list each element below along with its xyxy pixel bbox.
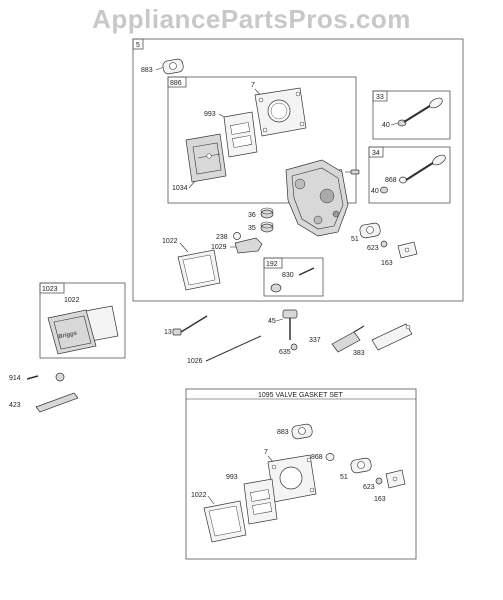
g-label-868: 868 xyxy=(311,454,323,461)
part-33-exhaust-valve[interactable] xyxy=(403,96,444,123)
gasket-set-box xyxy=(185,388,417,560)
gasket-set-993[interactable] xyxy=(243,478,278,525)
main-box-label: 5 xyxy=(136,42,140,49)
part-830-screw[interactable] xyxy=(298,267,315,276)
gasket-set-623[interactable] xyxy=(375,477,383,485)
g-label-7: 7 xyxy=(264,449,268,456)
part-36-spring[interactable] xyxy=(260,207,274,219)
svg-text:Briggs: Briggs xyxy=(58,330,78,340)
part-51-gasket[interactable] xyxy=(359,222,381,239)
box-192-label: 192 xyxy=(266,261,278,268)
part-993-gasket[interactable] xyxy=(223,111,258,158)
box-1023-tag xyxy=(39,282,65,294)
part-868-seal[interactable] xyxy=(399,176,407,184)
part-7-head-gasket[interactable] xyxy=(254,87,307,137)
part-1034-plate[interactable] xyxy=(185,133,227,183)
box-192 xyxy=(263,257,324,297)
leader-40a xyxy=(390,122,399,126)
box-192-tag xyxy=(263,257,283,269)
label-1029: 1029 xyxy=(211,244,227,251)
part-34-intake-valve[interactable] xyxy=(405,153,447,181)
label-337: 337 xyxy=(309,337,321,344)
label-830: 830 xyxy=(282,272,294,279)
g-label-883: 883 xyxy=(277,429,289,436)
head-kit-box xyxy=(167,76,357,204)
label-51: 51 xyxy=(351,236,359,243)
g-label-1022: 1022 xyxy=(191,492,207,499)
part-337-pushrod[interactable] xyxy=(331,325,365,353)
g-label-993: 993 xyxy=(226,474,238,481)
part-1023-valve-cover[interactable]: Briggs xyxy=(47,305,119,355)
label-13: 13 xyxy=(164,329,172,336)
label-914: 914 xyxy=(9,375,21,382)
g-label-163: 163 xyxy=(374,496,386,503)
label-7: 7 xyxy=(251,82,255,89)
label-993: 993 xyxy=(204,111,216,118)
part-383-guide[interactable] xyxy=(371,323,413,351)
label-238: 238 xyxy=(216,234,228,241)
head-kit-label: 886 xyxy=(170,80,182,87)
label-35: 35 xyxy=(248,225,256,232)
valve-box-34-label: 34 xyxy=(372,150,380,157)
leader-883 xyxy=(155,66,165,71)
part-635-nut[interactable] xyxy=(290,343,298,351)
box-1023-label: 1023 xyxy=(42,286,58,293)
watermark: AppliancePartsPros.com xyxy=(92,4,411,34)
label-40a: 40 xyxy=(382,122,390,129)
label-1026: 1026 xyxy=(187,358,203,365)
part-40-valve-keeper-b[interactable] xyxy=(380,186,388,194)
label-1022b: 1022 xyxy=(64,297,80,304)
box-1023 xyxy=(39,282,126,359)
g-label-51: 51 xyxy=(340,474,348,481)
label-1022: 1022 xyxy=(162,238,178,245)
part-238-washer[interactable] xyxy=(233,232,241,240)
label-45: 45 xyxy=(268,318,276,325)
label-868: 868 xyxy=(385,177,397,184)
main-assembly-box xyxy=(132,38,464,302)
g-leader-1022 xyxy=(207,495,215,505)
cylinder-head[interactable] xyxy=(285,159,349,237)
part-423-breather[interactable] xyxy=(35,392,79,413)
part-1022-cover-gasket[interactable] xyxy=(177,249,221,291)
valve-box-33-tag xyxy=(372,90,388,102)
part-883-gasket[interactable] xyxy=(162,58,184,75)
main-box-tag xyxy=(132,38,144,50)
label-635: 635 xyxy=(279,349,291,356)
label-423: 423 xyxy=(9,402,21,409)
part-718-pin[interactable] xyxy=(350,169,360,175)
gasket-set-883[interactable] xyxy=(291,423,313,440)
valve-box-33 xyxy=(372,90,451,140)
part-623-stud[interactable] xyxy=(380,240,388,248)
label-40b: 40 xyxy=(371,188,379,195)
valve-box-34-tag xyxy=(368,146,384,158)
gasket-set-163[interactable] xyxy=(385,469,406,489)
gasket-set-label: 1095 VALVE GASKET SET xyxy=(258,392,344,399)
part-1029-rocker[interactable] xyxy=(234,237,263,254)
leader-45 xyxy=(275,318,284,322)
label-383: 383 xyxy=(353,350,365,357)
gasket-set-868[interactable] xyxy=(325,453,335,461)
label-36: 36 xyxy=(248,212,256,219)
part-1026-pushrod[interactable] xyxy=(205,335,262,362)
part-35-spring[interactable] xyxy=(260,221,274,233)
head-kit-tag xyxy=(167,76,187,88)
label-623: 623 xyxy=(367,245,379,252)
part-45-stud[interactable] xyxy=(282,309,298,340)
gasket-set-1022[interactable] xyxy=(203,500,247,543)
valve-box-34 xyxy=(368,146,451,204)
gasket-set-7[interactable] xyxy=(267,454,317,503)
label-883: 883 xyxy=(141,67,153,74)
part-192-fitting[interactable] xyxy=(270,283,282,293)
g-label-623: 623 xyxy=(363,484,375,491)
part-13-head-bolt[interactable] xyxy=(172,315,208,336)
valve-box-33-label: 33 xyxy=(376,94,384,101)
leader-1022 xyxy=(179,242,189,253)
gasket-set-51[interactable] xyxy=(350,457,372,474)
part-163-gasket[interactable] xyxy=(397,241,418,259)
label-1034: 1034 xyxy=(172,185,188,192)
part-914-screw[interactable] xyxy=(26,372,65,382)
label-163: 163 xyxy=(381,260,393,267)
